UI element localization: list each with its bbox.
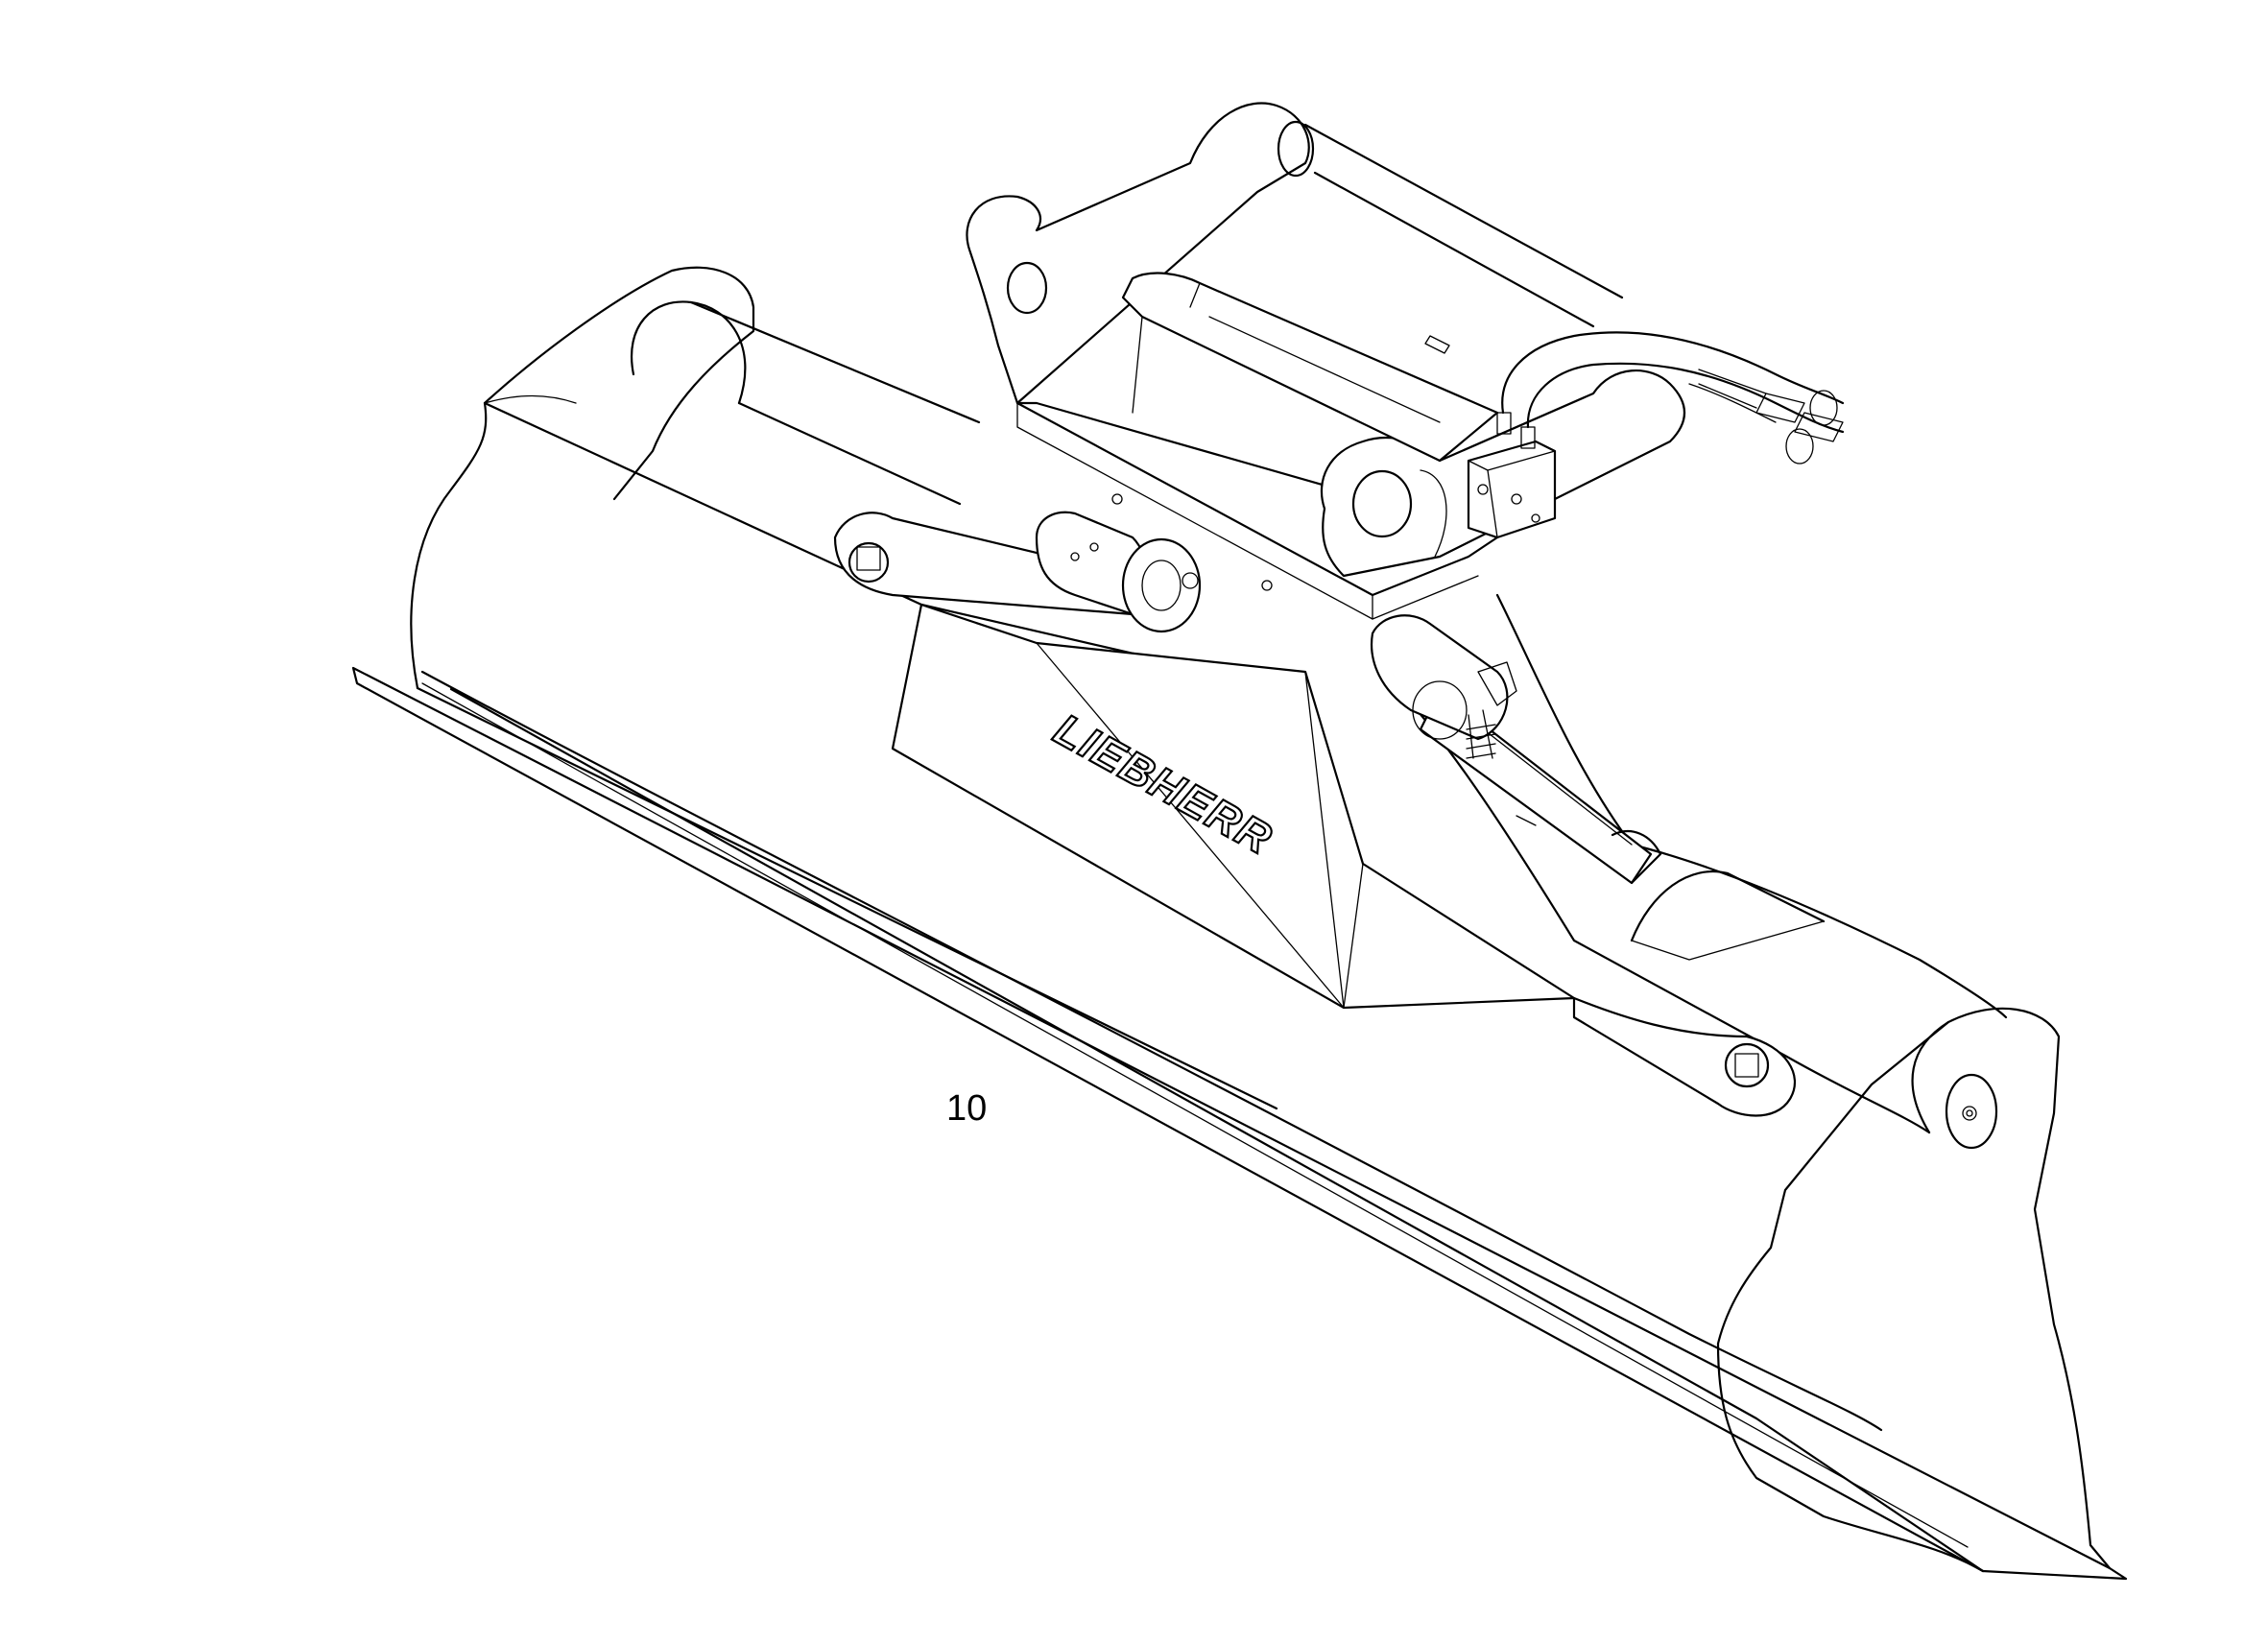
hydraulic-hoses: [1501, 331, 1845, 465]
hydraulic-valve-block: [1467, 412, 1557, 539]
right-link-arm: [1572, 996, 1796, 1117]
bucket-body: [410, 266, 2112, 1573]
callout-label-10: 10: [946, 1088, 988, 1129]
swivel-joint: [1035, 511, 1517, 759]
bucket-cutting-edge: [351, 666, 2128, 1581]
